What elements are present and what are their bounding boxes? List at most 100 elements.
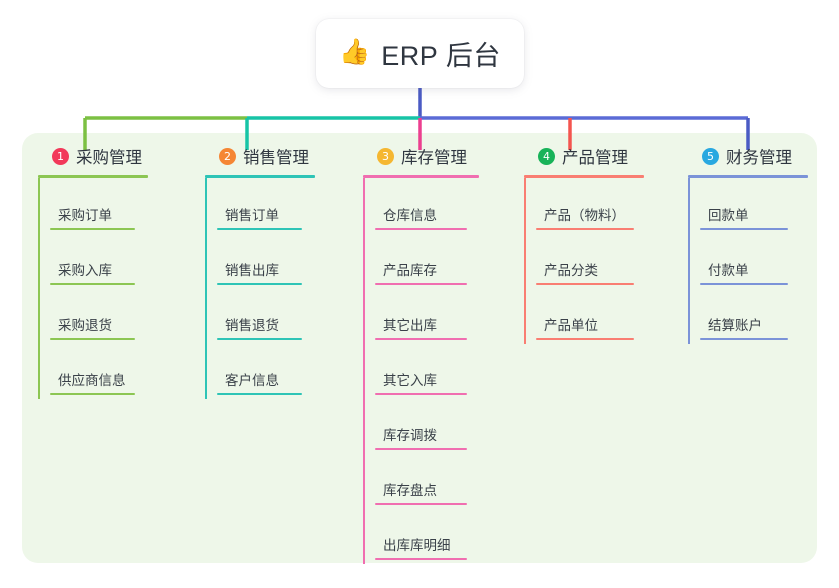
leaf-item[interactable]: 产品库存 (375, 259, 467, 285)
root-title: ERP 后台 (381, 41, 501, 71)
column-header-4[interactable]: 4 产品管理 (524, 143, 694, 169)
column-spine-3 (363, 178, 365, 564)
leaf-rule (217, 228, 302, 230)
column-header-3[interactable]: 3 库存管理 (363, 143, 523, 169)
leaf-item[interactable]: 产品分类 (536, 259, 634, 285)
leaf-rule (217, 283, 302, 285)
leaf-rule (375, 228, 467, 230)
column-spine-5 (688, 178, 690, 344)
leaf-item[interactable]: 产品（物料） (536, 204, 634, 230)
column-spine-1 (38, 178, 40, 399)
leaf-label: 产品单位 (544, 318, 598, 333)
leaf-item[interactable]: 产品单位 (536, 314, 634, 340)
leaf-item[interactable]: 销售出库 (217, 259, 302, 285)
column-rule-1 (38, 175, 148, 178)
leaf-rule (375, 393, 467, 395)
column-title-4: 产品管理 (562, 149, 628, 167)
leaf-item[interactable]: 结算账户 (700, 314, 788, 340)
column-5: 5 财务管理回款单付款单结算账户 (688, 143, 838, 344)
leaf-rule (217, 338, 302, 340)
column-spine-4 (524, 178, 526, 344)
column-badge-1: 1 (52, 147, 69, 165)
column-title-2: 销售管理 (243, 149, 309, 167)
column-items-3: 仓库信息产品库存其它出库其它入库库存调拨库存盘点出库库明细 (363, 178, 523, 564)
leaf-item[interactable]: 采购退货 (50, 314, 135, 340)
leaf-label: 产品（物料） (544, 208, 625, 223)
column-badge-4: 4 (538, 147, 555, 165)
leaf-item[interactable]: 客户信息 (217, 369, 302, 395)
thumbs-up-icon: 👍 (339, 38, 371, 66)
column-items-2: 销售订单销售出库销售退货客户信息 (205, 178, 355, 399)
column-rule-5 (688, 175, 808, 178)
column-rule-2 (205, 175, 315, 178)
column-2: 2 销售管理销售订单销售出库销售退货客户信息 (205, 143, 355, 399)
column-1: 1 采购管理采购订单采购入库采购退货供应商信息 (38, 143, 188, 399)
leaf-label: 库存调拨 (383, 428, 437, 443)
leaf-item[interactable]: 付款单 (700, 259, 788, 285)
leaf-rule (536, 283, 634, 285)
leaf-label: 销售订单 (225, 208, 279, 223)
column-title-5: 财务管理 (726, 149, 792, 167)
leaf-rule (700, 283, 788, 285)
leaf-label: 其它入库 (383, 373, 437, 388)
leaf-item[interactable]: 出库库明细 (375, 534, 467, 560)
column-4: 4 产品管理产品（物料） 产品分类产品单位 (524, 143, 694, 344)
leaf-item[interactable]: 库存调拨 (375, 424, 467, 450)
leaf-item[interactable]: 库存盘点 (375, 479, 467, 505)
leaf-label: 付款单 (708, 263, 749, 278)
leaf-rule (375, 503, 467, 505)
column-spine-2 (205, 178, 207, 399)
leaf-label: 结算账户 (708, 318, 762, 333)
leaf-rule (536, 338, 634, 340)
leaf-rule (50, 228, 135, 230)
leaf-label: 销售出库 (225, 263, 279, 278)
column-items-5: 回款单付款单结算账户 (688, 178, 838, 344)
leaf-rule (375, 558, 467, 560)
leaf-item[interactable]: 其它入库 (375, 369, 467, 395)
leaf-item[interactable]: 回款单 (700, 204, 788, 230)
leaf-item[interactable]: 其它出库 (375, 314, 467, 340)
leaf-label: 出库库明细 (383, 538, 451, 553)
leaf-rule (375, 338, 467, 340)
leaf-label: 产品分类 (544, 263, 598, 278)
leaf-label: 其它出库 (383, 318, 437, 333)
leaf-label: 供应商信息 (58, 373, 126, 388)
leaf-label: 采购订单 (58, 208, 112, 223)
column-title-1: 采购管理 (76, 149, 142, 167)
column-header-5[interactable]: 5 财务管理 (688, 143, 838, 169)
leaf-rule (375, 448, 467, 450)
column-3: 3 库存管理仓库信息产品库存其它出库其它入库库存调拨库存盘点出库库明细 (363, 143, 523, 564)
leaf-item[interactable]: 采购入库 (50, 259, 135, 285)
leaf-rule (50, 283, 135, 285)
column-items-1: 采购订单采购入库采购退货供应商信息 (38, 178, 188, 399)
column-badge-5: 5 (702, 147, 719, 165)
column-badge-2: 2 (219, 147, 236, 165)
leaf-label: 回款单 (708, 208, 749, 223)
leaf-label: 产品库存 (383, 263, 437, 278)
column-header-2[interactable]: 2 销售管理 (205, 143, 355, 169)
leaf-label: 客户信息 (225, 373, 279, 388)
leaf-rule (700, 228, 788, 230)
branch-panel (22, 133, 817, 563)
leaf-rule (217, 393, 302, 395)
leaf-label: 库存盘点 (383, 483, 437, 498)
column-items-4: 产品（物料） 产品分类产品单位 (524, 178, 694, 344)
leaf-rule (50, 393, 135, 395)
column-header-1[interactable]: 1 采购管理 (38, 143, 188, 169)
leaf-item[interactable]: 销售订单 (217, 204, 302, 230)
column-rule-4 (524, 175, 644, 178)
leaf-item[interactable]: 供应商信息 (50, 369, 135, 395)
leaf-item[interactable]: 销售退货 (217, 314, 302, 340)
leaf-label: 销售退货 (225, 318, 279, 333)
column-badge-3: 3 (377, 147, 394, 165)
leaf-label: 仓库信息 (383, 208, 437, 223)
leaf-item[interactable]: 采购订单 (50, 204, 135, 230)
leaf-rule (375, 283, 467, 285)
leaf-rule (700, 338, 788, 340)
leaf-label: 采购入库 (58, 263, 112, 278)
leaf-item[interactable]: 仓库信息 (375, 204, 467, 230)
leaf-rule (50, 338, 135, 340)
column-title-3: 库存管理 (401, 149, 467, 167)
root-node[interactable]: 👍 ERP 后台 (316, 19, 524, 88)
